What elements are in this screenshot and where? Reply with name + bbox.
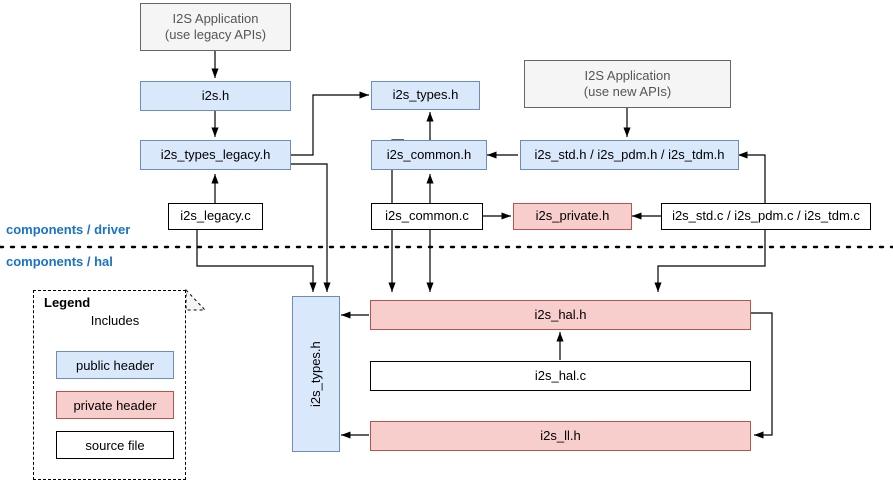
node-i2s-hal-c[interactable]: i2s_hal.c [370, 361, 751, 391]
node-i2s-legacy-c[interactable]: i2s_legacy.c [168, 203, 263, 230]
legend-includes-label: Includes [90, 313, 140, 328]
app-new-line1: I2S Application [584, 67, 671, 83]
edge-stdc-to-stdh [738, 151, 766, 203]
node-i2s-private-h[interactable]: i2s_private.h [513, 203, 632, 230]
app-new-line2: (use new APIs) [583, 84, 672, 99]
app-legacy-line1: I2S Application [172, 10, 259, 26]
node-i2s-types-legacy-h[interactable]: i2s_types_legacy.h [140, 140, 291, 170]
node-i2s-common-c[interactable]: i2s_common.c [371, 203, 483, 230]
node-i2s-ll-h[interactable]: i2s_ll.h [370, 421, 751, 451]
node-i2s-h[interactable]: i2s.h [140, 81, 291, 111]
zone-label-driver: components / driver [6, 222, 131, 237]
edge-types-legacy-to-types-hal [291, 163, 331, 292]
node-i2s-common-h[interactable]: i2s_common.h [371, 140, 487, 170]
node-app-legacy[interactable]: I2S Application (use legacy APIs) [140, 3, 291, 51]
legend-fold-icon [185, 288, 207, 311]
node-i2s-types-h-hal[interactable]: i2s_types.h [292, 296, 340, 452]
node-i2s-types-h-top[interactable]: i2s_types.h [371, 81, 480, 110]
legend-source-file-swatch: source file [56, 431, 174, 459]
node-app-new[interactable]: I2S Application (use new APIs) [524, 60, 731, 108]
edge-hal-h-to-ll-h [751, 312, 773, 439]
legend-public-header-swatch: public header [56, 351, 174, 379]
edge-stdc-to-hal-h [654, 230, 766, 292]
edge-legacy-c-to-types-hal [196, 230, 317, 292]
legend-private-header-swatch: private header [56, 391, 174, 419]
node-i2s-std-pdm-tdm-h[interactable]: i2s_std.h / i2s_pdm.h / i2s_tdm.h [520, 140, 739, 170]
edge-types-legacy-to-types-top [291, 91, 369, 156]
legend-title: Legend [44, 295, 91, 310]
app-legacy-line2: (use legacy APIs) [164, 27, 267, 42]
zone-label-hal: components / hal [6, 254, 113, 269]
node-i2s-hal-h[interactable]: i2s_hal.h [370, 300, 751, 330]
node-i2s-std-pdm-tdm-c[interactable]: i2s_std.c / i2s_pdm.c / i2s_tdm.c [661, 203, 871, 230]
